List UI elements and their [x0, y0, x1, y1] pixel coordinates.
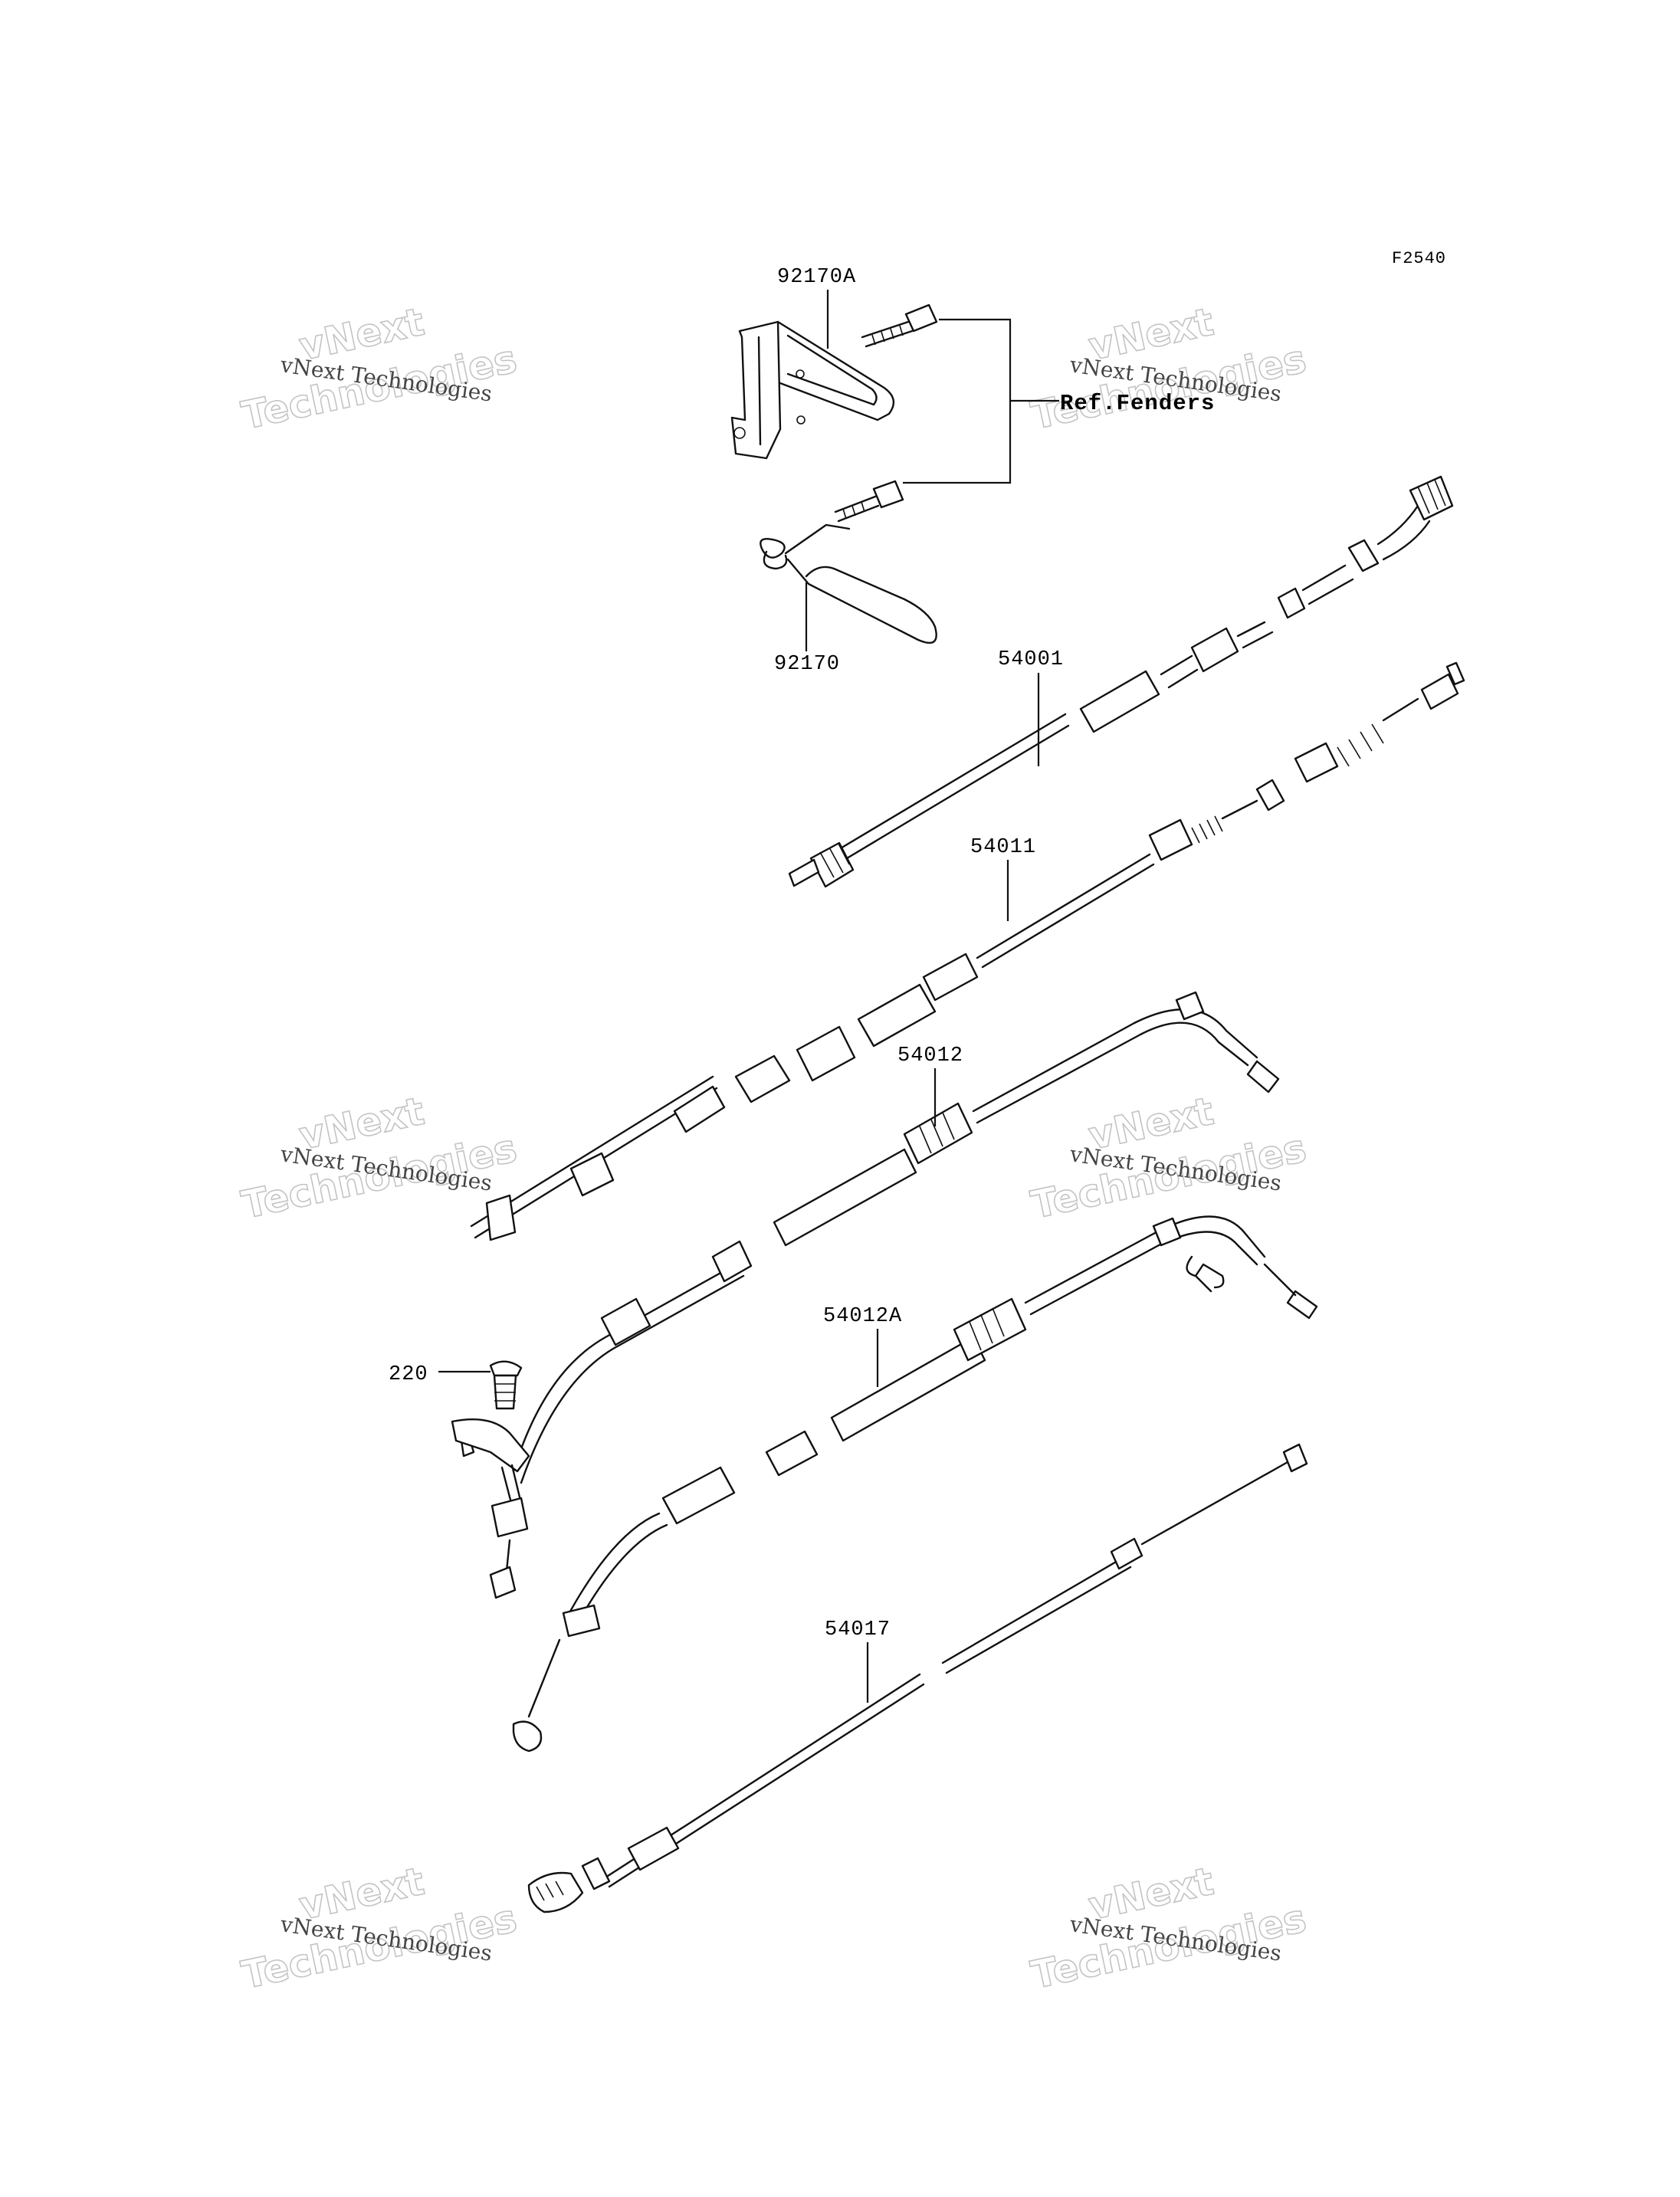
watermark-bottom-left: vNext Technologies vNext Technologies	[238, 1858, 521, 1999]
part-54001-cable	[788, 475, 1454, 888]
ref-fenders-bracket-line	[903, 318, 1012, 484]
watermark-bottom-right: vNext Technologies vNext Technologies	[1027, 1858, 1311, 1999]
part-54012A-cable	[512, 1215, 1318, 1753]
label-54011: 54011	[970, 836, 1036, 921]
watermark-top-left: vNext Technologies vNext Technologies	[238, 299, 521, 439]
part-92170A-clamp	[730, 320, 895, 460]
label-92170A: 92170A	[777, 266, 856, 349]
svg-text:54001: 54001	[998, 648, 1064, 671]
label-54001: 54001	[998, 648, 1064, 766]
svg-text:92170: 92170	[774, 653, 840, 676]
part-54011-cable	[470, 661, 1465, 1241]
bolt-bottom-icon	[834, 480, 904, 523]
label-54012A: 54012A	[823, 1305, 902, 1387]
figure-code: F2540	[1392, 249, 1446, 268]
watermark-middle-left: vNext Technologies vNext Technologies	[238, 1088, 521, 1228]
part-54017-cable	[527, 1443, 1308, 1913]
label-54017: 54017	[825, 1618, 891, 1703]
watermark-top-right: vNext Technologies vNext Technologies	[1027, 299, 1311, 439]
label-220: 220	[389, 1363, 491, 1386]
part-220-screw-icon	[489, 1360, 523, 1410]
label-92170: 92170	[774, 582, 840, 676]
bolt-top-icon	[861, 303, 938, 348]
svg-text:54017: 54017	[825, 1618, 891, 1641]
ref-fenders-label: Ref.Fenders	[1060, 391, 1215, 416]
part-54012-cable	[451, 991, 1280, 1599]
svg-text:220: 220	[389, 1363, 428, 1386]
svg-text:54012A: 54012A	[823, 1305, 902, 1328]
svg-text:54011: 54011	[970, 836, 1036, 859]
part-92170-clip	[760, 523, 937, 644]
watermark-middle-right: vNext Technologies vNext Technologies	[1027, 1088, 1311, 1228]
svg-text:54012: 54012	[897, 1044, 963, 1067]
svg-text:92170A: 92170A	[777, 266, 856, 289]
label-54012: 54012	[897, 1044, 963, 1126]
